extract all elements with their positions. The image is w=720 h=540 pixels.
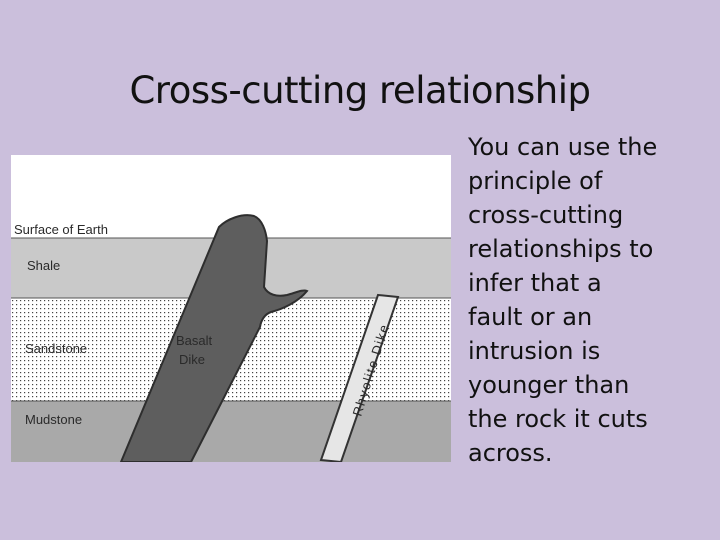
label-basalt-dike-line1: Basalt xyxy=(176,333,213,348)
label-mudstone: Mudstone xyxy=(25,412,82,427)
body-text: You can use the principle of cross-cutti… xyxy=(468,133,658,467)
rhyolite-dike xyxy=(319,293,400,462)
label-surface-of-earth: Surface of Earth xyxy=(14,222,108,237)
mudstone-layer xyxy=(11,401,451,462)
slide-title: Cross-cutting relationship xyxy=(129,68,591,112)
basalt-dike xyxy=(119,214,309,462)
label-basalt-dike-line2: Dike xyxy=(179,352,205,367)
label-shale: Shale xyxy=(27,258,60,273)
geologic-cross-section: Surface of Earth Shale Sandstone Mudston… xyxy=(11,155,451,462)
label-sandstone: Sandstone xyxy=(25,341,87,356)
cross-section-svg: Surface of Earth Shale Sandstone Mudston… xyxy=(11,155,451,462)
